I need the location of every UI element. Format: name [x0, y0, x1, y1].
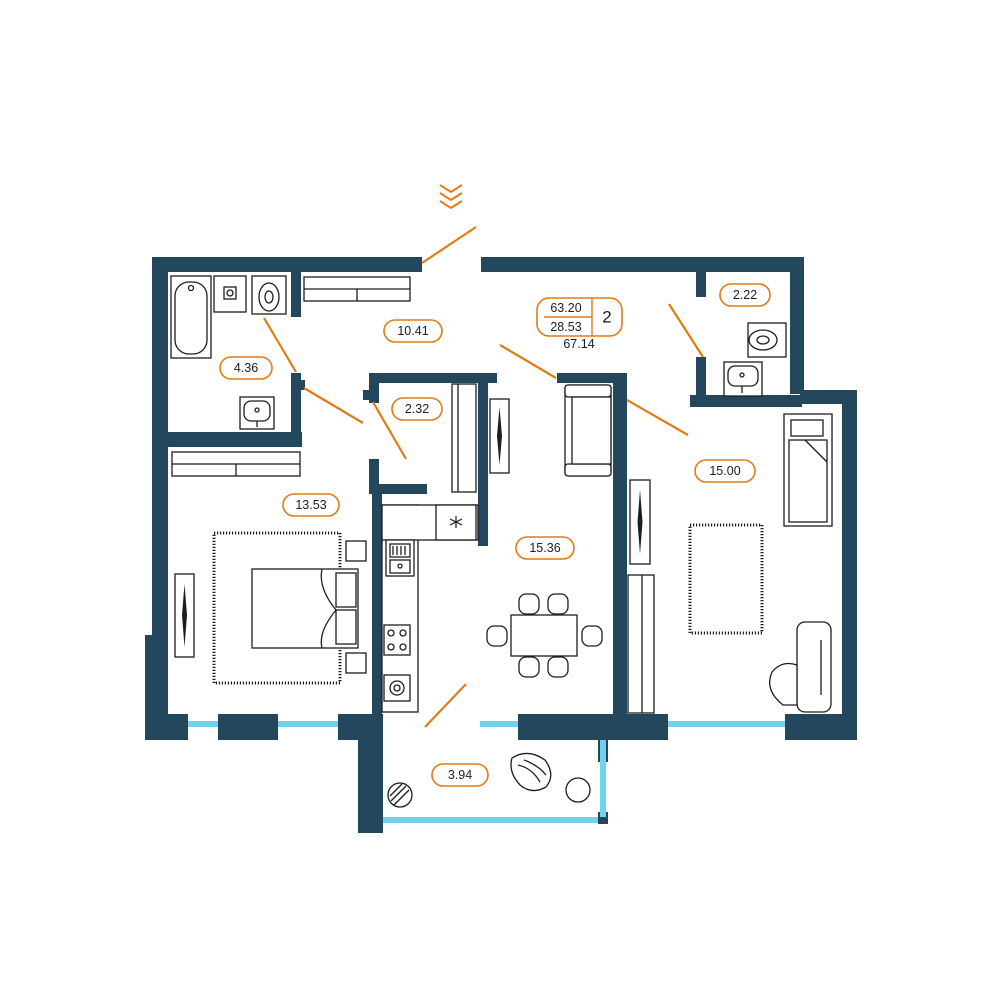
- fridge-icon: [435, 504, 477, 541]
- dining-set: [486, 593, 603, 678]
- area-balcony: 3.94: [448, 768, 472, 782]
- apartment-summary: 63.20 28.53 2 67.14: [536, 297, 623, 351]
- area-hallway: 10.41: [397, 324, 428, 338]
- area-kitchen-living: 15.36: [529, 541, 560, 555]
- area-wc: 2.22: [733, 288, 757, 302]
- bathtub: [170, 275, 212, 359]
- toilet-wc: [747, 322, 787, 358]
- bedside-table-top: [345, 540, 367, 562]
- room-radiator: [629, 479, 651, 565]
- windows: [188, 721, 785, 823]
- area-bathroom: 4.36: [234, 361, 258, 375]
- walls: [145, 257, 857, 833]
- room-label-wc: 2.22: [719, 283, 771, 307]
- total-area-value: 67.14: [563, 337, 594, 351]
- room-label-bedroom: 13.53: [282, 493, 340, 517]
- washing-machine: [213, 275, 247, 313]
- room-label-kitchen-living: 15.36: [515, 536, 575, 560]
- living-area-value: 63.20: [550, 301, 581, 315]
- bean-bag: [510, 752, 552, 792]
- sofa: [564, 384, 612, 477]
- area-storage: 2.32: [405, 402, 429, 416]
- room-label-bathroom: 4.36: [219, 356, 273, 380]
- dishwasher: [383, 674, 411, 702]
- kitchen-sink: [385, 539, 415, 577]
- toilet-bathroom: [251, 275, 287, 315]
- kitchen-area-value: 28.53: [550, 320, 581, 334]
- hallway-wardrobe: [303, 276, 411, 302]
- cooktop: [383, 624, 411, 656]
- room-label-balcony: 3.94: [431, 763, 489, 787]
- area-bedroom: 13.53: [295, 498, 326, 512]
- door-swings: [263, 226, 704, 728]
- room-rug: [688, 523, 764, 635]
- room-wardrobe: [627, 574, 655, 714]
- balcony-table: [565, 777, 591, 803]
- room-label-storage: 2.32: [391, 397, 443, 421]
- room-label-hallway: 10.41: [383, 319, 443, 343]
- sink-wc: [723, 361, 763, 397]
- double-bed: [251, 568, 359, 649]
- room-count: 2: [602, 308, 611, 327]
- storage-shelf: [451, 383, 477, 493]
- bedside-table-bottom: [345, 652, 367, 674]
- area-room: 15.00: [709, 464, 740, 478]
- living-radiator: [489, 398, 510, 474]
- single-bed: [783, 413, 833, 527]
- bedroom-radiator: [174, 573, 195, 658]
- room-label-room: 15.00: [694, 459, 756, 483]
- bedroom-wardrobe: [171, 451, 301, 477]
- balcony-stool: [387, 782, 413, 808]
- sink-bathroom: [239, 396, 275, 430]
- desk-with-chair: [769, 621, 832, 713]
- entrance-chevrons-icon: [439, 184, 463, 210]
